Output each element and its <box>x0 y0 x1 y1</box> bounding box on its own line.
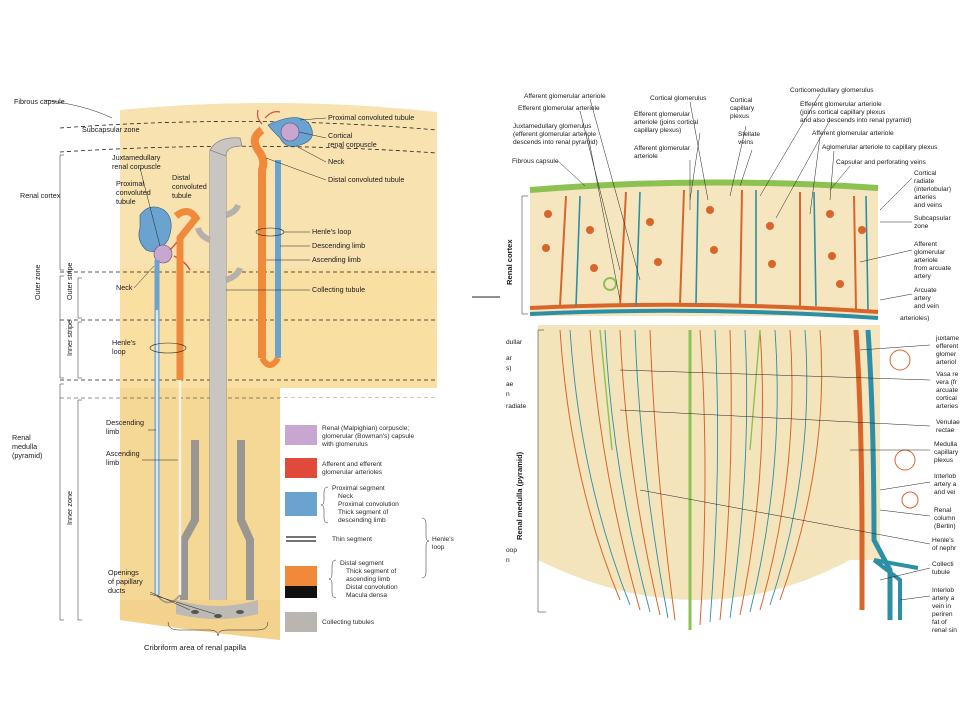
henles-loop-right-label: Henle's loop <box>312 227 351 236</box>
legend-macula-densa-label: Macula densa <box>346 592 387 599</box>
right-vasculature-panel: Renal cortex Renal medulla (pyramid) Aff… <box>504 66 960 642</box>
left-cut-oop: oop <box>506 547 517 554</box>
collecting-tubule <box>176 137 258 619</box>
legend-swatch-arterioles <box>285 458 317 478</box>
legend: Renal (Malpighian) corpuscle;glomerular … <box>280 398 454 643</box>
efferent-joins-both-label: Efferent glomerular arteriole (joins cor… <box>800 101 911 124</box>
right-renal-cortex-label: Renal cortex <box>505 239 514 285</box>
right-cortex-region <box>530 182 878 316</box>
legend-swatch-collecting <box>285 612 317 632</box>
glomeruli <box>542 206 866 291</box>
juxtamedullary-glomerulus-label: Juxtamedullary glomerulus (efferent glom… <box>513 123 598 146</box>
cortical-radiate-vessels <box>559 189 869 311</box>
afferent-arteriole-3-label: Afferent glomerular arteriole <box>812 130 894 137</box>
descending-limb-right-label: Descending limb <box>312 241 365 250</box>
subcapsular-zone-label: Subcapsular zone <box>82 125 140 134</box>
legend-collecting-tubules-label: Collecting tubules <box>322 619 375 626</box>
efferent-joins-cortical-label: Efferent glomerular arteriole (joins cor… <box>634 111 700 134</box>
left-cut-s: s) <box>506 365 512 372</box>
neck-right-label: Neck <box>328 157 345 166</box>
proximal-convoluted-tubule-label: Proximal convoluted tubule <box>328 113 414 122</box>
vasa-recta <box>559 329 823 630</box>
afferent-arteriole-2-label: Afferent glomerular arteriole <box>634 145 692 160</box>
left-cut-n2: n <box>506 557 510 564</box>
outer-zone-label: Outer zone <box>33 264 42 300</box>
efferent-arteriole-label: Efferent glomerular arteriole <box>518 105 600 112</box>
right-renal-medulla-label: Renal medulla (pyramid) <box>515 451 524 540</box>
legend-swatch-distal <box>285 566 317 586</box>
aglomerular-arteriole-label: Aglomerular arteriole to capillary plexu… <box>822 144 938 151</box>
cortical-nephron <box>250 109 313 368</box>
neck-left-label: Neck <box>116 283 133 292</box>
arterioles-cut-label: arterioles) <box>900 315 929 322</box>
cortical-glomerulus-label: Cortical glomerulus <box>650 95 707 102</box>
inner-stripe-label: Inner stripe <box>65 320 74 356</box>
legend-proximal-convolution-label: Proximal convolution <box>338 501 399 508</box>
legend-corpuscle-label: Renal (Malpighian) corpuscle;glomerular … <box>321 425 414 448</box>
left-cut-ar: ar <box>506 355 513 362</box>
outer-stripe-label: Outer stripe <box>65 262 74 300</box>
legend-swatch-corpuscle <box>285 425 317 445</box>
cortical-corpuscle <box>280 122 300 142</box>
fibrous-capsule-label: Fibrous capsule <box>14 97 65 106</box>
distal-convoluted-tubule-label: Distal convoluted tubule <box>328 175 404 184</box>
left-nephron-panel: Fibrous capsule Subcapsular zone Renal c… <box>0 78 454 663</box>
legend-swatch-macula-densa <box>285 586 317 598</box>
left-cut-n: n <box>506 391 510 398</box>
collecting-tubule-label: Collecting tubule <box>312 285 365 294</box>
cribriform-area-label: Cribriform area of renal papilla <box>144 643 247 652</box>
inner-zone-label: Inner zone <box>65 491 74 525</box>
legend-distal-convolution-label: Distal convolution <box>346 584 398 591</box>
inner-zone-region <box>120 388 280 600</box>
juxtamedullary-nephron <box>138 206 201 604</box>
left-cut-ae: ae <box>506 381 514 388</box>
ascending-limb-right-label: Ascending limb <box>312 255 361 264</box>
left-cut-radiate: radiate <box>506 403 526 410</box>
afferent-arteriole-label: Afferent glomerular arteriole <box>524 93 606 100</box>
legend-swatch-proximal <box>285 492 317 516</box>
renal-cortex-label: Renal cortex <box>20 191 61 200</box>
right-fibrous-capsule-label: Fibrous capsule <box>512 158 559 165</box>
capsular-perforating-label: Capsular and perforating veins <box>836 159 927 166</box>
left-cut-dullar: dullar <box>506 339 523 346</box>
corticomedullary-glomerulus-label: Corticomedullary glomerulus <box>790 87 874 94</box>
legend-thin-segment-label: Thin segment <box>332 536 372 543</box>
right-medulla-region <box>538 325 850 600</box>
legend-proximal-segment-label: Proximal segment <box>332 485 385 492</box>
legend-neck-label: Neck <box>338 493 354 500</box>
legend-distal-segment-label: Distal segment <box>340 560 384 567</box>
